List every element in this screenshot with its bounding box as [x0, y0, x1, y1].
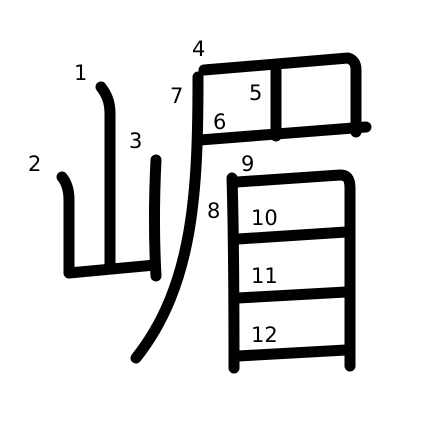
- stroke-1: [95, 81, 116, 274]
- stroke-number-3: 3: [129, 129, 142, 153]
- stroke-2: [56, 171, 161, 279]
- stroke-number-8: 8: [207, 199, 220, 223]
- stroke-number-6: 6: [213, 110, 226, 134]
- stroke-number-11: 11: [251, 264, 278, 288]
- stroke-7: [130, 71, 204, 364]
- stroke-number-7: 7: [170, 84, 183, 108]
- stroke-number-5: 5: [249, 81, 262, 105]
- stroke-number-2: 2: [28, 152, 41, 176]
- stroke-9: [231, 169, 356, 372]
- stroke-number-9: 9: [241, 152, 254, 176]
- stroke-number-4: 4: [192, 37, 205, 61]
- stroke-number-12: 12: [251, 323, 278, 347]
- stroke-3: [149, 154, 162, 282]
- stroke-12: [232, 344, 352, 362]
- stroke-11: [232, 286, 352, 304]
- stroke-10: [232, 226, 352, 245]
- stroke-4: [198, 52, 362, 138]
- stroke-number-10: 10: [251, 206, 278, 230]
- stroke-8: [226, 172, 240, 374]
- stroke-6: [194, 121, 372, 146]
- stroke-number-1: 1: [74, 61, 87, 85]
